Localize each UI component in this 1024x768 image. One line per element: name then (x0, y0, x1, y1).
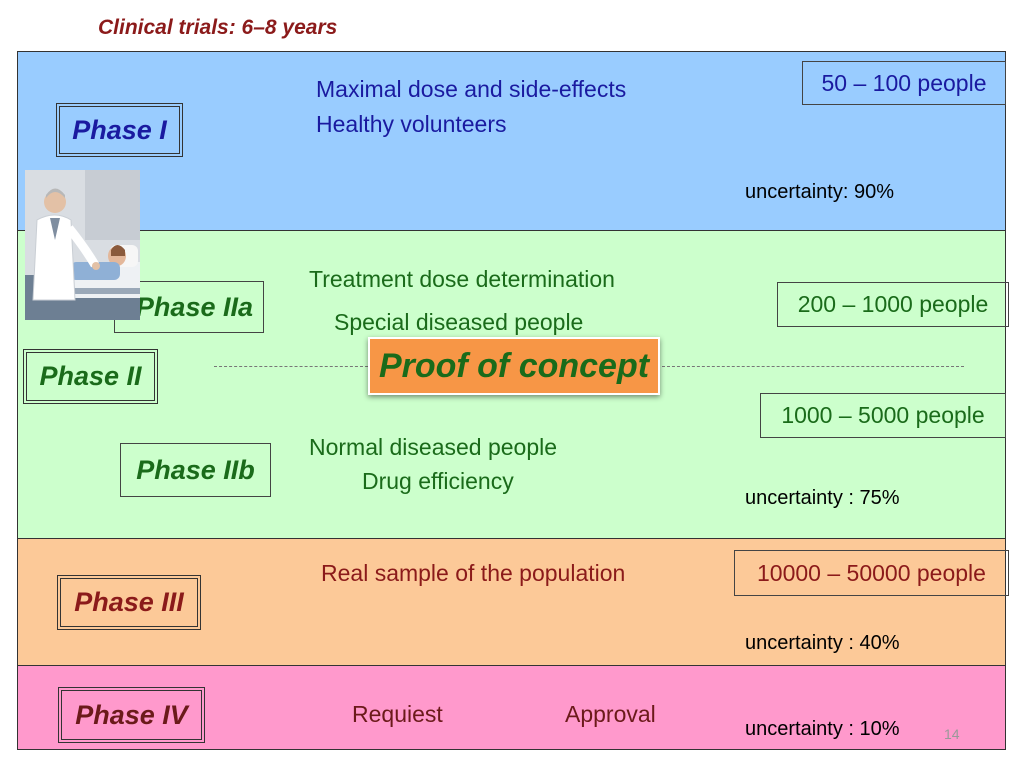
phase4-desc-right: Approval (565, 701, 656, 727)
slide-title: Clinical trials: 6–8 years (98, 16, 338, 39)
phase3-label: Phase III (57, 575, 201, 630)
phase2b-label: Phase IIb (120, 443, 271, 497)
dashed-divider-left (214, 366, 368, 367)
phase2a-desc-line1: Treatment dose determination (309, 266, 615, 292)
phase3-desc: Real sample of the population (321, 560, 626, 586)
phase4-uncertainty: uncertainty : 10% (745, 718, 900, 740)
proof-of-concept: Proof of concept (368, 337, 660, 395)
dashed-divider-right (662, 366, 964, 367)
phase1-uncertainty: uncertainty: 90% (745, 181, 894, 203)
phase2b-people: 1000 – 5000 people (760, 393, 1006, 438)
doctor-patient-photo (25, 170, 140, 320)
phase1-people: 50 – 100 people (802, 61, 1006, 105)
phase4-desc-left: Requiest (352, 701, 443, 727)
phase2a-desc-line2: Special diseased people (334, 309, 584, 335)
phase1-desc-line1: Maximal dose and side-effects (316, 76, 627, 102)
phase3-uncertainty: uncertainty : 40% (745, 632, 900, 654)
phase2b-desc-line1: Normal diseased people (309, 434, 558, 460)
phase3-people: 10000 – 50000 people (734, 550, 1009, 596)
phase1-desc-line2: Healthy volunteers (316, 111, 507, 137)
phase1-label: Phase I (56, 103, 183, 157)
phase4-label: Phase IV (58, 687, 205, 743)
phase2-label: Phase II (23, 349, 158, 404)
phase2b-desc-line2: Drug efficiency (362, 468, 514, 494)
phase2a-people: 200 – 1000 people (777, 282, 1009, 327)
phase2-uncertainty: uncertainty : 75% (745, 487, 900, 509)
doctor-patient-illustration (25, 170, 140, 320)
page-number: 14 (944, 726, 960, 742)
